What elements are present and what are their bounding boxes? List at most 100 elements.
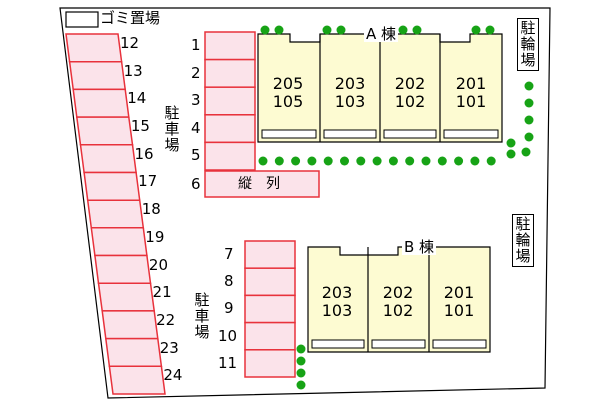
unit-lower-number: 101: [455, 91, 487, 111]
tree-dot: [307, 156, 317, 166]
unit-upper-number: 203: [334, 74, 366, 93]
center-parking-group: [204, 31, 256, 171]
unit-upper-number: 202: [382, 283, 414, 302]
parking-spot-11: [244, 349, 296, 378]
garbage-area-box: [65, 11, 99, 28]
tree-dot: [524, 81, 534, 91]
parking-number-21: 21: [152, 283, 172, 302]
tree-dot: [258, 156, 268, 166]
tree-dot: [274, 156, 284, 166]
parking-number-22: 22: [156, 310, 176, 329]
unit-lower-number: 103: [321, 300, 353, 320]
building-b-name: B 棟: [402, 238, 437, 256]
parking-spot-2: [204, 58, 256, 88]
left-parking-group: [65, 33, 166, 395]
tree-dot: [296, 380, 306, 390]
parking-number-24: 24: [163, 366, 183, 385]
parking-spot-5: [204, 141, 256, 171]
tree-dot: [412, 25, 422, 35]
tree-dot: [524, 132, 534, 142]
tree-dot: [372, 156, 382, 166]
unit-upper-number: 202: [394, 74, 426, 93]
parking-number-16: 16: [134, 144, 154, 163]
parking-number-3: 3: [191, 91, 201, 110]
garbage-area-label: ゴミ置場: [100, 9, 161, 27]
parking-spot-1: [204, 31, 256, 61]
parking-spot-20: [94, 254, 152, 284]
parking-number-13: 13: [123, 61, 143, 80]
tree-dot: [524, 115, 534, 125]
parking-number-8: 8: [224, 272, 234, 291]
parking-number-12: 12: [120, 34, 140, 52]
parking-number-18: 18: [141, 200, 161, 219]
tree-dot: [486, 156, 496, 166]
parking-spot-22: [101, 310, 159, 340]
unit-upper-number: 205: [272, 74, 304, 93]
parking-number-5: 5: [191, 146, 201, 165]
parking-spot-18: [86, 199, 145, 229]
parking-spot-12: [65, 33, 123, 63]
tree-dot: [470, 156, 480, 166]
parking-spot-21: [97, 282, 156, 312]
unit-lower-number: 102: [382, 300, 414, 320]
building-b: [307, 246, 491, 353]
unit-upper-number: 201: [443, 283, 475, 302]
tree-dot: [336, 25, 346, 35]
parking-spot-4: [204, 114, 256, 144]
trees-group: [258, 25, 534, 390]
parking-spot-3: [204, 86, 256, 116]
parking-spot-9: [244, 294, 296, 324]
tree-dot: [454, 156, 464, 166]
tree-dot: [291, 156, 301, 166]
tree-dot: [521, 147, 531, 157]
parking-spot-10: [244, 321, 296, 351]
bike-parking-label-bottom: 駐 輪 場: [512, 214, 534, 268]
parking-number-15: 15: [130, 117, 150, 136]
parking-number-10: 10: [218, 326, 238, 345]
tree-dot: [388, 156, 398, 166]
tree-dot: [274, 25, 284, 35]
tree-dot: [296, 344, 306, 354]
parking-spot-17: [83, 171, 141, 201]
tree-dot: [421, 156, 431, 166]
parking-number-19: 19: [145, 227, 165, 246]
parking-number-6: 6: [191, 175, 201, 193]
tree-dot: [524, 98, 534, 108]
parking-spot-23: [104, 337, 163, 368]
tree-dot: [323, 156, 333, 166]
parking-spot-8: [244, 267, 296, 297]
parking-number-2: 2: [191, 63, 201, 82]
parking-number-1: 1: [191, 36, 201, 54]
tree-dot: [506, 138, 516, 148]
parking-spot-7: [244, 240, 296, 269]
unit-lower-number: 102: [394, 91, 426, 111]
unit-lower-number: 105: [272, 91, 304, 111]
tree-dot: [260, 25, 270, 35]
tandem-label: 縦 列: [238, 176, 280, 192]
tree-dot: [356, 156, 366, 166]
parking-spot-13: [68, 60, 127, 91]
parking-number-7: 7: [224, 245, 234, 263]
parking-spot-16: [79, 144, 137, 174]
parking-number-9: 9: [224, 299, 234, 318]
building-a-name: A 棟: [364, 25, 399, 43]
unit-upper-number: 203: [321, 283, 353, 302]
parking-label-upper: 駐 車 場: [164, 104, 180, 154]
parking-spot-14: [72, 88, 130, 118]
tree-dot: [405, 156, 415, 166]
unit-lower-number: 103: [334, 91, 366, 111]
parking-spot-19: [90, 227, 148, 257]
parking-number-20: 20: [148, 255, 169, 274]
parking-spot-6-tandem: [204, 170, 320, 198]
unit-upper-number: 201: [455, 74, 487, 93]
bike-parking-label-top: 駐 輪 場: [517, 18, 539, 72]
parking-spot-15: [75, 116, 134, 146]
tree-dot: [296, 368, 306, 378]
unit-lower-number: 101: [443, 300, 475, 320]
